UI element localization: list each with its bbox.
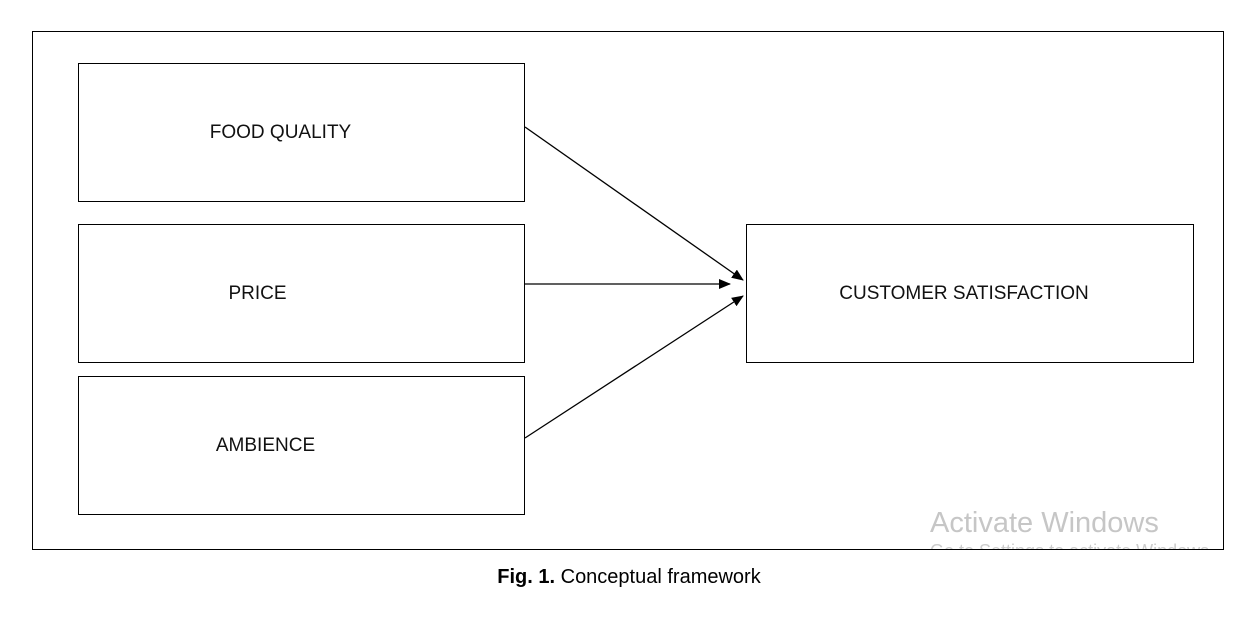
figure-caption-text: Conceptual framework bbox=[555, 566, 761, 588]
node-food-quality: FOOD QUALITY bbox=[78, 63, 525, 202]
arrow-food-quality-to-satisfaction bbox=[524, 126, 744, 281]
arrows-layer bbox=[524, 126, 744, 439]
diagram-frame: FOOD QUALITY PRICE AMBIENCE CUSTOMER SAT… bbox=[32, 31, 1224, 550]
figure-caption: Fig. 1. Conceptual framework bbox=[0, 566, 1258, 589]
node-customer-satisfaction: CUSTOMER SATISFACTION bbox=[746, 224, 1194, 363]
node-price: PRICE bbox=[78, 224, 525, 363]
activate-windows-watermark-subtext: Go to Settings to activate Windows. bbox=[930, 542, 1214, 549]
node-customer-satisfaction-label: CUSTOMER SATISFACTION bbox=[839, 282, 1089, 304]
node-price-label: PRICE bbox=[228, 282, 287, 304]
node-food-quality-label: FOOD QUALITY bbox=[209, 121, 352, 143]
node-ambience-label: AMBIENCE bbox=[215, 434, 316, 456]
figure-caption-label: Fig. 1. bbox=[497, 566, 556, 588]
activate-windows-watermark: Activate Windows bbox=[930, 507, 1159, 539]
node-ambience: AMBIENCE bbox=[78, 376, 525, 515]
arrow-ambience-to-satisfaction bbox=[524, 295, 744, 439]
